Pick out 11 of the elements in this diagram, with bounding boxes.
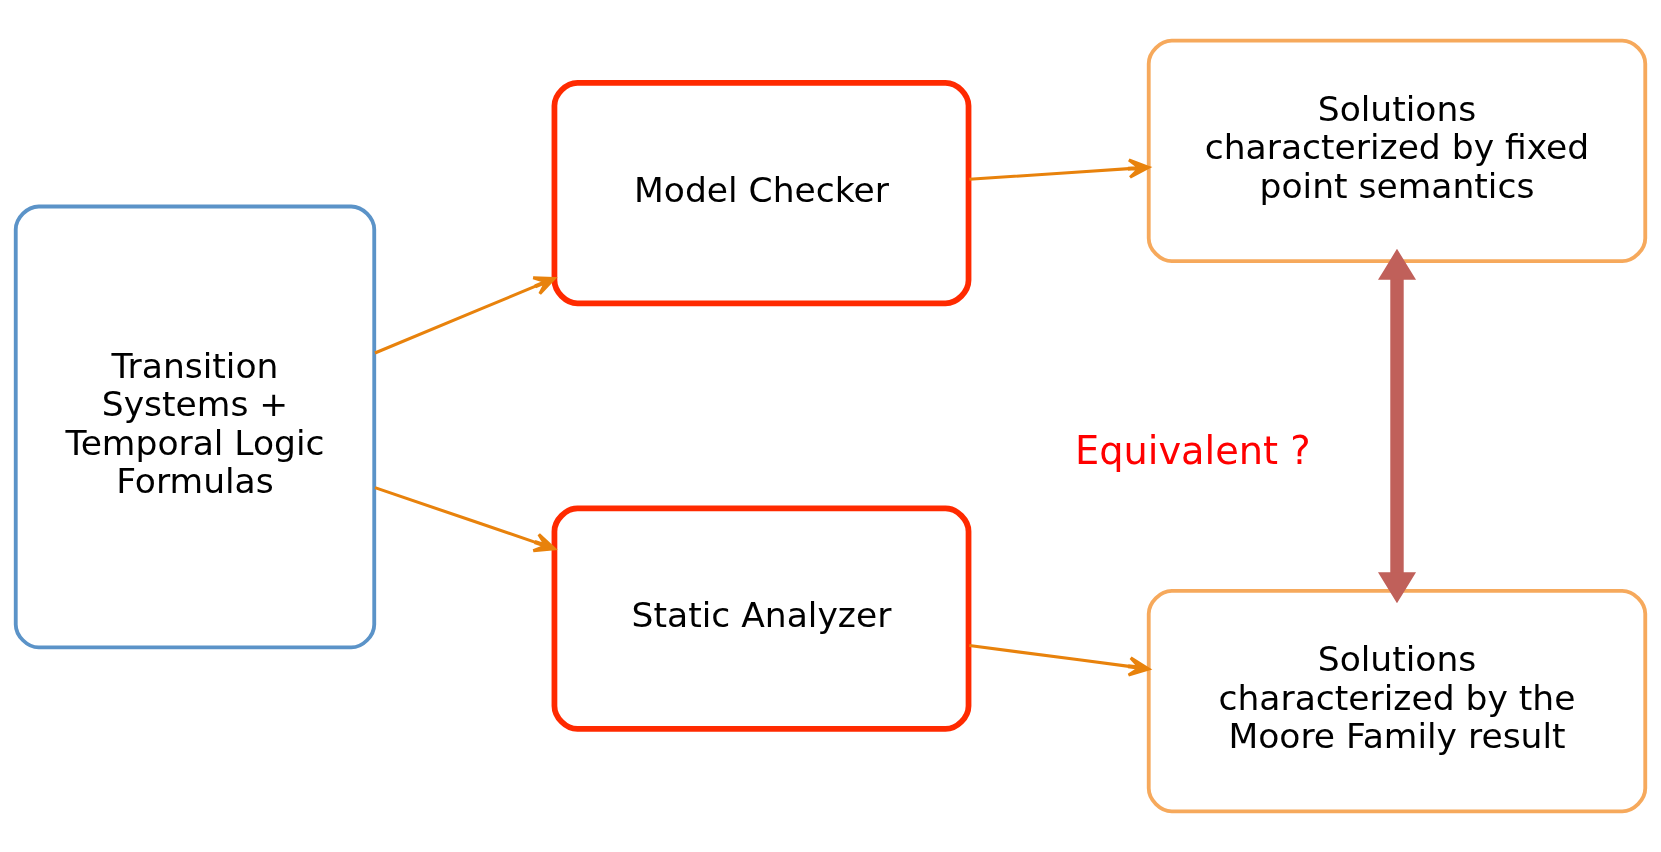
- arrow: [969, 158, 1151, 181]
- node-box: Transition Systems + Temporal Logic Formulas: [13, 204, 377, 650]
- node-box: Solutions characterized by fixed point semantics: [1146, 38, 1648, 264]
- edge-label: Equivalent ?: [1074, 427, 1311, 473]
- arrow: [969, 644, 1151, 677]
- arrow: [374, 276, 556, 355]
- node-box: Solutions characterized by the Moore Family result: [1146, 588, 1648, 814]
- arrow: [374, 486, 556, 553]
- node-box: Static Analyzer: [551, 505, 972, 732]
- arrow: [1378, 248, 1417, 604]
- node-box: Model Checker: [551, 79, 972, 307]
